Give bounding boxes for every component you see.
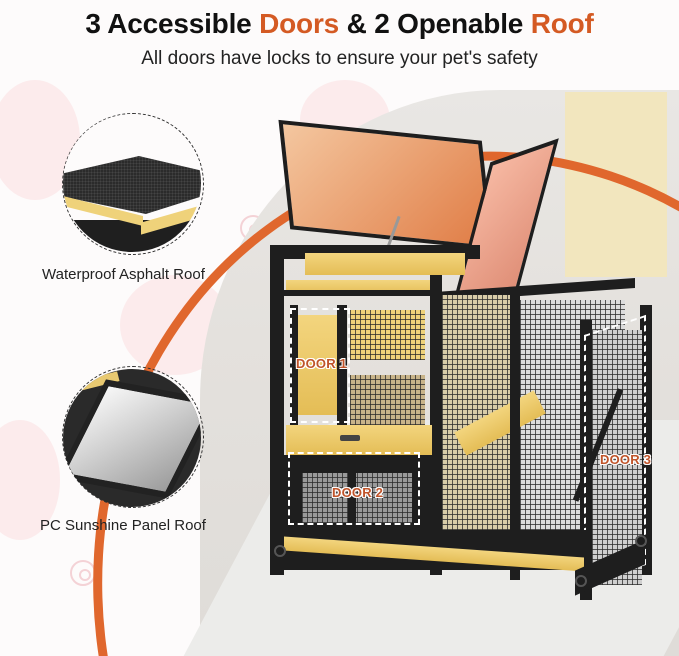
pc-panel-roof-label: PC Sunshine Panel Roof <box>40 517 206 534</box>
caster-wheel <box>635 535 647 547</box>
door-2-label: DOOR 2 <box>332 485 384 500</box>
caster-wheel <box>274 545 286 557</box>
accent-roof: Roof <box>530 8 594 39</box>
door-2-outline[interactable] <box>288 452 420 525</box>
accent-doors: Doors <box>259 8 340 39</box>
door-3-label: DOOR 3 <box>600 452 652 467</box>
door-1-outline[interactable] <box>290 308 350 423</box>
asphalt-roof-closeup <box>63 114 201 252</box>
pc-panel-roof-closeup <box>63 369 201 507</box>
caster-wheel <box>575 575 587 587</box>
inset-dashed-ring <box>62 366 204 508</box>
headline: 3 Accessible Doors & 2 Openable Roof <box>85 8 594 39</box>
rabbit-hutch-product: DOOR 1 DOOR 2 DOOR 3 <box>270 119 670 645</box>
flower-icon <box>70 560 96 586</box>
asphalt-roof-lid-open[interactable] <box>278 119 494 251</box>
subtitle: All doors have locks to ensure your pet'… <box>141 48 538 69</box>
inset-dashed-ring <box>62 113 204 255</box>
door-1-label: DOOR 1 <box>296 356 348 371</box>
wall-panel <box>565 92 667 277</box>
tray-handle[interactable] <box>340 435 360 441</box>
asphalt-roof-label: Waterproof Asphalt Roof <box>42 266 205 283</box>
